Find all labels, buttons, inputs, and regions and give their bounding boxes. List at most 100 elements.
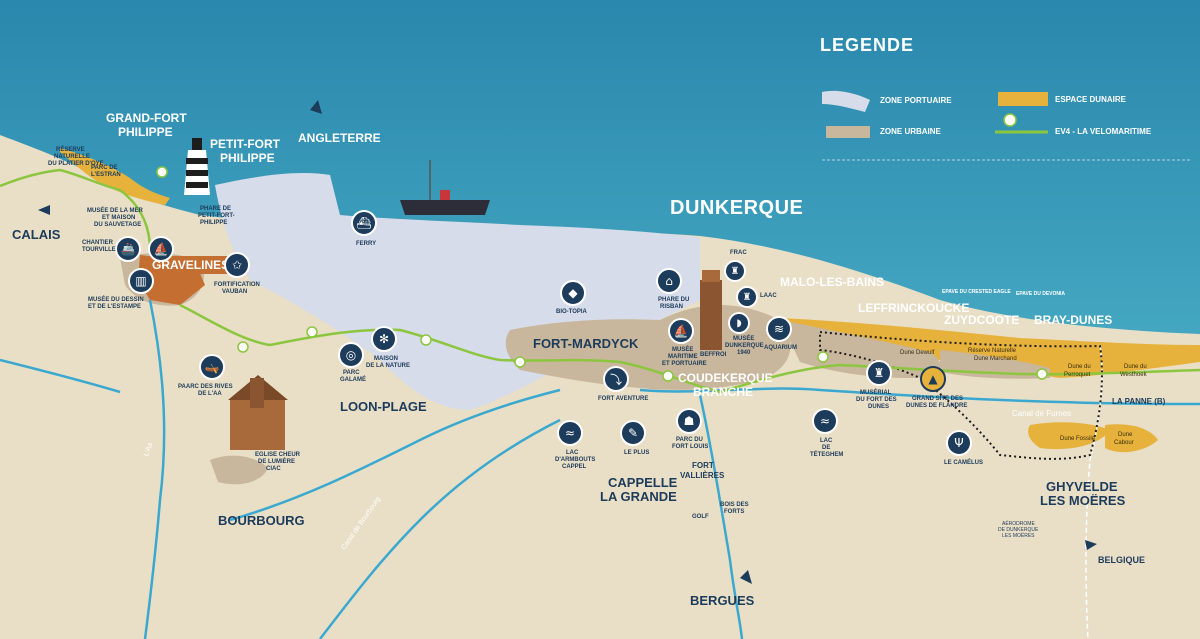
musee-maritime-label-1: MUSÉE — [672, 347, 694, 353]
aquarium-icon[interactable]: ≋ — [766, 316, 792, 342]
lighthouse — [184, 138, 210, 195]
maison-nature-label-2: DE LA NATURE — [366, 363, 410, 369]
le-plus-icon[interactable]: ✎ — [620, 420, 646, 446]
bio-topia-icon[interactable]: ◆ — [560, 280, 586, 306]
place-belgique: BELGIQUE — [1098, 555, 1146, 565]
parc-galame-icon[interactable]: ◎ — [338, 342, 364, 368]
laac-icon[interactable]: ♜ — [736, 286, 758, 308]
parc-galame-label-1: PARC — [343, 370, 360, 376]
legend-ev4: EV4 - LA VELOMARITIME — [1055, 127, 1152, 136]
canal-furnes-label: Canal de Furnes — [1012, 409, 1072, 418]
musee-mer-icon[interactable]: ⛵ — [148, 236, 174, 262]
parc-estran-label-2: l'Estran — [91, 172, 121, 178]
fortification-label-2: VAUBAN — [222, 289, 248, 295]
grand-site-boundary — [819, 330, 1103, 460]
church — [228, 375, 288, 450]
chantier-tourville-icon[interactable]: 🚢 — [115, 236, 141, 262]
place-gravelines: GRAVELINES — [147, 256, 235, 274]
phare-risban-label-1: PHARE DU — [658, 297, 690, 303]
dune-westhoek-label-2: Westhoek — [1120, 372, 1147, 378]
musee-mer-label-2: ET MAISON — [102, 215, 136, 221]
eglise-label-3: CIAC — [266, 466, 281, 472]
direction-arrows — [38, 100, 1097, 584]
phare-risban-icon[interactable]: ⌂ — [656, 268, 682, 294]
museal-label-2: DU FORT DES — [856, 397, 897, 403]
musee-1940-icon[interactable]: ◗ — [728, 312, 750, 334]
camelus-icon[interactable]: Ψ — [946, 430, 972, 456]
place-zuydcoote: ZUYDCOOTE — [944, 313, 1020, 327]
musee-mer-label-1: MUSÉE DE LA MER — [87, 208, 143, 214]
parc-fort-louis-label-1: PARC DU — [676, 437, 703, 443]
le-plus-label: LE PLUS — [624, 450, 650, 456]
fort-vallieres-label-2: VALLIÈRES — [680, 471, 725, 480]
grand-site-label-2: DUNES DE FLANDRE — [906, 403, 968, 409]
dune-grand-fort — [60, 148, 170, 205]
dune-cabour-label-1: Dune — [1118, 432, 1133, 438]
epave-crested-label: EPAVE DU CRESTED EAGLE — [942, 289, 1011, 295]
place-bourbourg: BOURBOURG — [218, 513, 305, 528]
frac-label: FRAC — [730, 250, 747, 256]
musee-dessin-icon[interactable]: ▥ — [128, 268, 154, 294]
chantier-label-2: TOURVILLE — [82, 247, 116, 253]
lac-teteghem-icon[interactable]: ≈ — [812, 408, 838, 434]
maison-nature-icon[interactable]: ✻ — [371, 326, 397, 352]
eglise-label-1: EGLISE CHEUR — [255, 452, 301, 458]
aerodrome-label-1: Aérodrome — [1002, 521, 1035, 527]
fort-aventure-icon[interactable]: ⤵ — [603, 366, 629, 392]
musee-mer-label-3: DU SAUVETAGE — [94, 222, 142, 228]
musee-dessin-label-2: ET DE L'ESTAMPE — [88, 304, 141, 310]
musee-maritime-label-2: MARITIME — [668, 354, 698, 360]
bois-forts-label-2: FORTS — [724, 509, 745, 515]
reserve-marchand-label-1: Réserve Naturelle — [968, 348, 1017, 354]
musee-maritime-icon[interactable]: ⛵ — [668, 318, 694, 344]
place-leffrinckoucke: LEFFRINCKOUCKE — [858, 301, 970, 315]
phare-label-2: PETIT-FORT- — [198, 213, 235, 219]
laac-label: LAAC — [760, 293, 777, 299]
museal-fort-dunes-icon[interactable]: ♜ — [866, 360, 892, 386]
epave-devonia-label: EPAVE DU DEVONIA — [1016, 291, 1065, 297]
parc-rives-label-1: PAARC DES RIVES — [178, 384, 233, 390]
camelus-label: LE CAMÉLUS — [944, 460, 983, 466]
aquarium-label: AQUARIUM — [764, 345, 797, 351]
lac-armbouts-label-3: CAPPEL — [562, 464, 587, 470]
parc-fort-louis-icon[interactable]: ☗ — [676, 408, 702, 434]
grand-site-label-1: GRAND SITE DES — [912, 396, 964, 402]
place-petit-fort-philippe-2: PHILIPPE — [220, 151, 275, 165]
lac-armbouts-label-1: LAC — [566, 450, 579, 456]
urban-malo — [780, 320, 941, 378]
fortification-vauban-icon[interactable]: ✩ — [224, 252, 250, 278]
grand-site-dunes-icon[interactable]: ▲ — [920, 366, 946, 392]
place-la-panne: LA PANNE (B) — [1112, 397, 1166, 406]
dune-dewulf-label: Dune Dewulf — [900, 350, 935, 356]
dune-band — [780, 318, 1200, 378]
bio-topia-label: BIO-TOPIA — [556, 309, 587, 315]
place-ghyvelde-1: GHYVELDE — [1046, 479, 1118, 494]
place-coudekerque-1: COUDEKERQUE — [678, 371, 773, 385]
place-grand-fort-philippe-2: PHILIPPE — [118, 125, 173, 139]
belgian-border — [1085, 344, 1103, 639]
parc-estran-label-1: Parc de — [91, 165, 118, 171]
place-bray-dunes: BRAY-DUNES — [1034, 313, 1113, 327]
museal-label-1: MUSÉRIAL — [860, 390, 892, 396]
ferry-label: FERRY — [356, 241, 377, 247]
ferry-icon[interactable]: ⛴ — [351, 210, 377, 236]
maison-nature-label-1: MAISON — [374, 356, 398, 362]
musee-maritime-label-3: ET PORTUAIRE — [662, 361, 707, 367]
route-markers — [156, 113, 1048, 382]
lac-armbouts-icon[interactable]: ≈ — [557, 420, 583, 446]
frac-icon[interactable]: ♜ — [724, 260, 746, 282]
place-fort-mardyck: FORT-MARDYCK — [533, 336, 639, 351]
lac-teteghem-label-1: LAC — [820, 438, 833, 444]
place-cappelle-1: CAPPELLE — [608, 475, 678, 490]
legend-espace-dunaire: ESPACE DUNAIRE — [1055, 95, 1126, 104]
parc-fort-louis-label-2: FORT LOUIS — [672, 444, 709, 450]
place-coudekerque-2: BRANCHE — [693, 385, 753, 399]
legend-zone-portuaire: ZONE PORTUAIRE — [880, 96, 952, 105]
dune-perroquet-label-2: Perroquet — [1064, 372, 1091, 378]
parc-rives-aa-icon[interactable]: 🛶 — [199, 354, 225, 380]
musee-dessin-label-1: MUSÉE DU DESSIN — [88, 297, 144, 303]
lac-teteghem-label-2: DE — [822, 445, 831, 451]
legend-title: LEGENDE — [820, 35, 915, 55]
museal-label-3: DUNES — [868, 404, 890, 410]
